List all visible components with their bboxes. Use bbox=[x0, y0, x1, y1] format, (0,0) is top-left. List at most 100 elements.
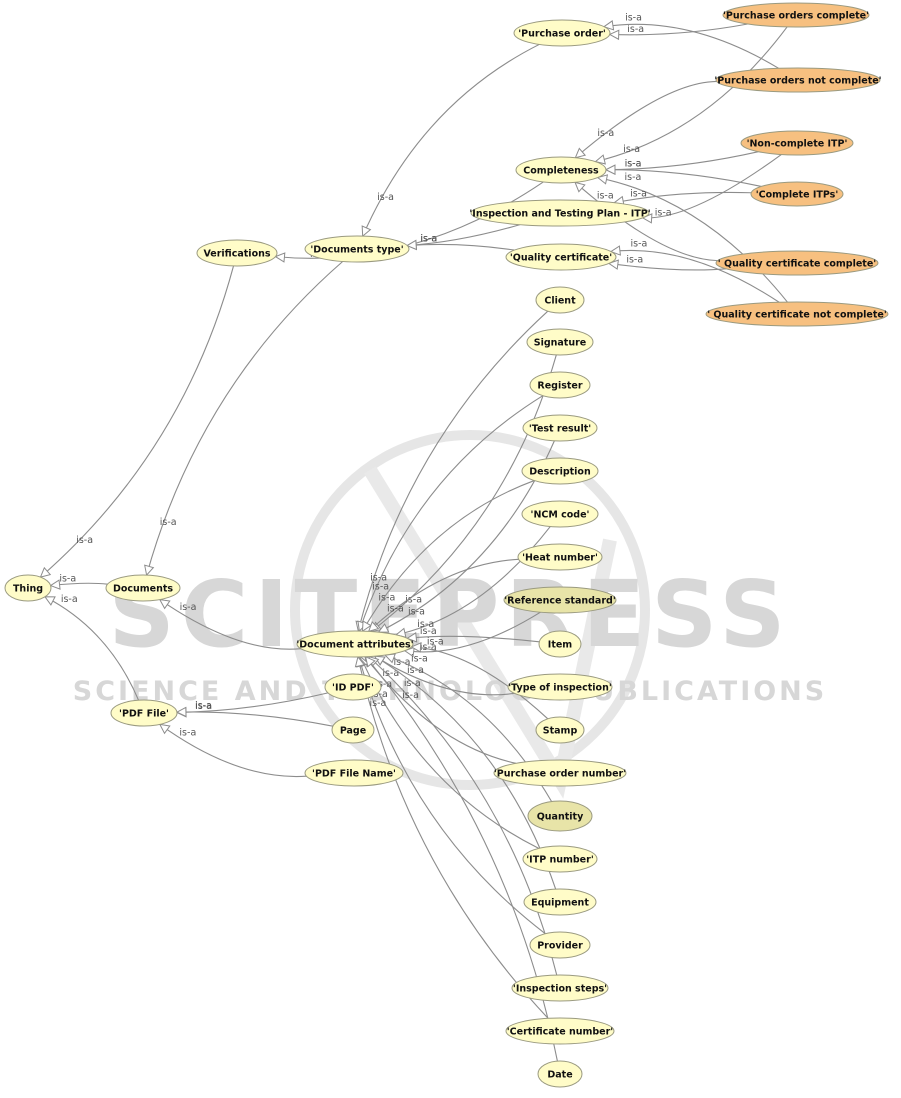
node-label: Client bbox=[544, 296, 576, 307]
node-quality-certificate[interactable]: 'Quality certificate' bbox=[505, 243, 617, 271]
edge-item-to-document_attributes bbox=[407, 635, 540, 643]
edge-label-itp_number-to-document_attributes: is-a bbox=[375, 679, 392, 690]
node-qc-not-complete[interactable]: ' Quality certificate not complete' bbox=[705, 301, 889, 327]
node-label: 'Heat number' bbox=[522, 553, 598, 564]
node-register[interactable]: Register bbox=[529, 371, 591, 399]
node-label: Page bbox=[340, 726, 366, 737]
node-shape bbox=[715, 67, 881, 93]
node-ncm-code[interactable]: 'NCM code' bbox=[521, 500, 599, 528]
edge-inspection_steps-to-document_attributes bbox=[368, 656, 558, 976]
node-complete-itps[interactable]: 'Complete ITPs' bbox=[750, 181, 844, 207]
node-shape bbox=[505, 243, 617, 271]
node-provider[interactable]: Provider bbox=[529, 931, 591, 959]
node-label: 'Purchase orders complete' bbox=[723, 11, 869, 22]
node-pdf-file[interactable]: 'PDF File' bbox=[110, 699, 178, 727]
edge-label-qc_complete-to-quality_certificate: is-a bbox=[626, 255, 643, 266]
node-itp-number[interactable]: 'ITP number' bbox=[522, 845, 598, 873]
node-test-result[interactable]: 'Test result' bbox=[522, 414, 598, 442]
node-verifications[interactable]: Verifications bbox=[196, 239, 278, 267]
node-purchase-order-number[interactable]: 'Purchase order number' bbox=[493, 759, 627, 787]
node-shape bbox=[196, 239, 278, 267]
edge-label-inspection_steps-to-document_attributes: is-a bbox=[404, 678, 421, 689]
edge-label-page-to-pdf_file: is-a bbox=[195, 701, 212, 712]
edge-non_complete_itp-to-itp bbox=[642, 154, 782, 219]
node-po-not-complete[interactable]: 'Purchase orders not complete' bbox=[714, 67, 882, 93]
node-shape bbox=[522, 845, 598, 873]
node-documents-type[interactable]: 'Documents type' bbox=[304, 235, 410, 263]
edge-label-certificate_number-to-document_attributes: is-a bbox=[370, 698, 387, 709]
node-label: Date bbox=[547, 1070, 572, 1081]
node-documents[interactable]: Documents bbox=[105, 574, 181, 602]
node-label: 'Inspection and Testing Plan - ITP' bbox=[469, 209, 650, 220]
node-shape bbox=[535, 286, 585, 314]
arrowhead-completeness-to-verifications bbox=[274, 252, 286, 263]
edge-label-itp-to-documents_type: is-a bbox=[420, 234, 437, 245]
edge-stamp-to-document_attributes bbox=[411, 646, 549, 720]
node-po-complete[interactable]: 'Purchase orders complete' bbox=[722, 2, 870, 28]
arrowhead-document_attributes-to-documents bbox=[158, 598, 171, 610]
arrowhead-qc_complete-to-completeness bbox=[574, 181, 586, 193]
edge-label-purchase_order_number-to-document_attributes: is-a bbox=[382, 668, 399, 679]
arrowhead-qc_not_complete-to-completeness bbox=[596, 174, 609, 185]
edge-certificate_number-to-document_attributes bbox=[357, 656, 549, 1019]
node-shape bbox=[4, 574, 52, 602]
node-shape bbox=[331, 716, 375, 744]
node-qc-complete[interactable]: ' Quality certificate complete' bbox=[715, 250, 879, 276]
node-date[interactable]: Date bbox=[537, 1060, 583, 1088]
edge-label-test_result-to-document_attributes: is-a bbox=[408, 606, 425, 617]
edge-qc_not_complete-to-quality_certificate bbox=[610, 249, 780, 303]
node-reference-standard[interactable]: 'Reference standard' bbox=[503, 586, 617, 614]
node-label: 'Type of inspection' bbox=[508, 683, 612, 694]
edge-complete_itps-to-itp bbox=[614, 191, 752, 204]
node-client[interactable]: Client bbox=[535, 286, 585, 314]
node-inspection-steps[interactable]: 'Inspection steps' bbox=[511, 974, 609, 1002]
arrowhead-heat_number-to-document_attributes bbox=[367, 621, 380, 633]
edge-label-purchase_order-to-documents_type: is-a bbox=[377, 192, 394, 203]
node-purchase-order[interactable]: 'Purchase order' bbox=[513, 19, 611, 47]
node-shape bbox=[529, 371, 591, 399]
node-page[interactable]: Page bbox=[331, 716, 375, 744]
edge-quality_certificate-to-documents_type bbox=[407, 243, 515, 251]
node-item[interactable]: Item bbox=[538, 630, 582, 658]
arrowhead-pdf_file_name-to-pdf_file bbox=[158, 723, 171, 735]
node-stamp[interactable]: Stamp bbox=[535, 716, 585, 744]
edge-description-to-document_attributes bbox=[361, 480, 535, 632]
edge-label-quality_certificate-to-documents_type: is-a bbox=[420, 234, 437, 245]
node-shape bbox=[505, 1017, 615, 1045]
node-thing[interactable]: Thing bbox=[4, 574, 52, 602]
node-signature[interactable]: Signature bbox=[526, 328, 594, 356]
node-description[interactable]: Description bbox=[521, 457, 599, 485]
arrowhead-item-to-document_attributes bbox=[406, 632, 418, 643]
arrowhead-quality_certificate-to-documents_type bbox=[406, 239, 417, 251]
node-shape bbox=[750, 181, 844, 207]
edge-label-qc_complete-to-completeness: is-a bbox=[597, 191, 614, 202]
node-itp[interactable]: 'Inspection and Testing Plan - ITP' bbox=[469, 199, 651, 227]
node-label: 'Purchase order' bbox=[518, 29, 606, 40]
edge-label-document_attributes-to-documents: is-a bbox=[180, 602, 197, 613]
edge-label-item-to-document_attributes: is-a bbox=[420, 626, 437, 637]
node-shape bbox=[517, 543, 603, 571]
node-pdf-file-name[interactable]: 'PDF File Name' bbox=[304, 759, 404, 787]
node-shape bbox=[511, 974, 609, 1002]
node-label: 'NCM code' bbox=[531, 510, 590, 521]
node-shape bbox=[521, 500, 599, 528]
edge-label-complete_itps-to-completeness: is-a bbox=[625, 159, 642, 170]
node-non-complete-itp[interactable]: 'Non-complete ITP' bbox=[740, 130, 854, 156]
edge-label-verifications-to-thing: is-a bbox=[76, 535, 93, 546]
node-certificate-number[interactable]: 'Certificate number' bbox=[505, 1017, 615, 1045]
node-heat-number[interactable]: 'Heat number' bbox=[517, 543, 603, 571]
node-type-of-inspection[interactable]: 'Type of inspection' bbox=[507, 673, 613, 701]
node-shape bbox=[470, 199, 650, 227]
node-label: 'Test result' bbox=[529, 424, 591, 435]
edge-heat_number-to-document_attributes bbox=[368, 558, 519, 632]
edge-type_of_inspection-to-document_attributes bbox=[374, 655, 515, 696]
node-document-attributes[interactable]: 'Document attributes' bbox=[296, 630, 414, 658]
node-equipment[interactable]: Equipment bbox=[523, 888, 597, 916]
arrowhead-page-to-pdf_file bbox=[175, 706, 187, 718]
node-label: Thing bbox=[13, 584, 43, 595]
node-id-pdf[interactable]: 'ID PDF' bbox=[324, 673, 382, 701]
node-completeness[interactable]: Completeness bbox=[515, 156, 607, 184]
edge-label-ncm_code-to-document_attributes: is-a bbox=[417, 619, 434, 630]
node-quantity[interactable]: Quantity bbox=[527, 800, 593, 832]
edge-label-date-to-document_attributes: is-a bbox=[402, 690, 419, 701]
